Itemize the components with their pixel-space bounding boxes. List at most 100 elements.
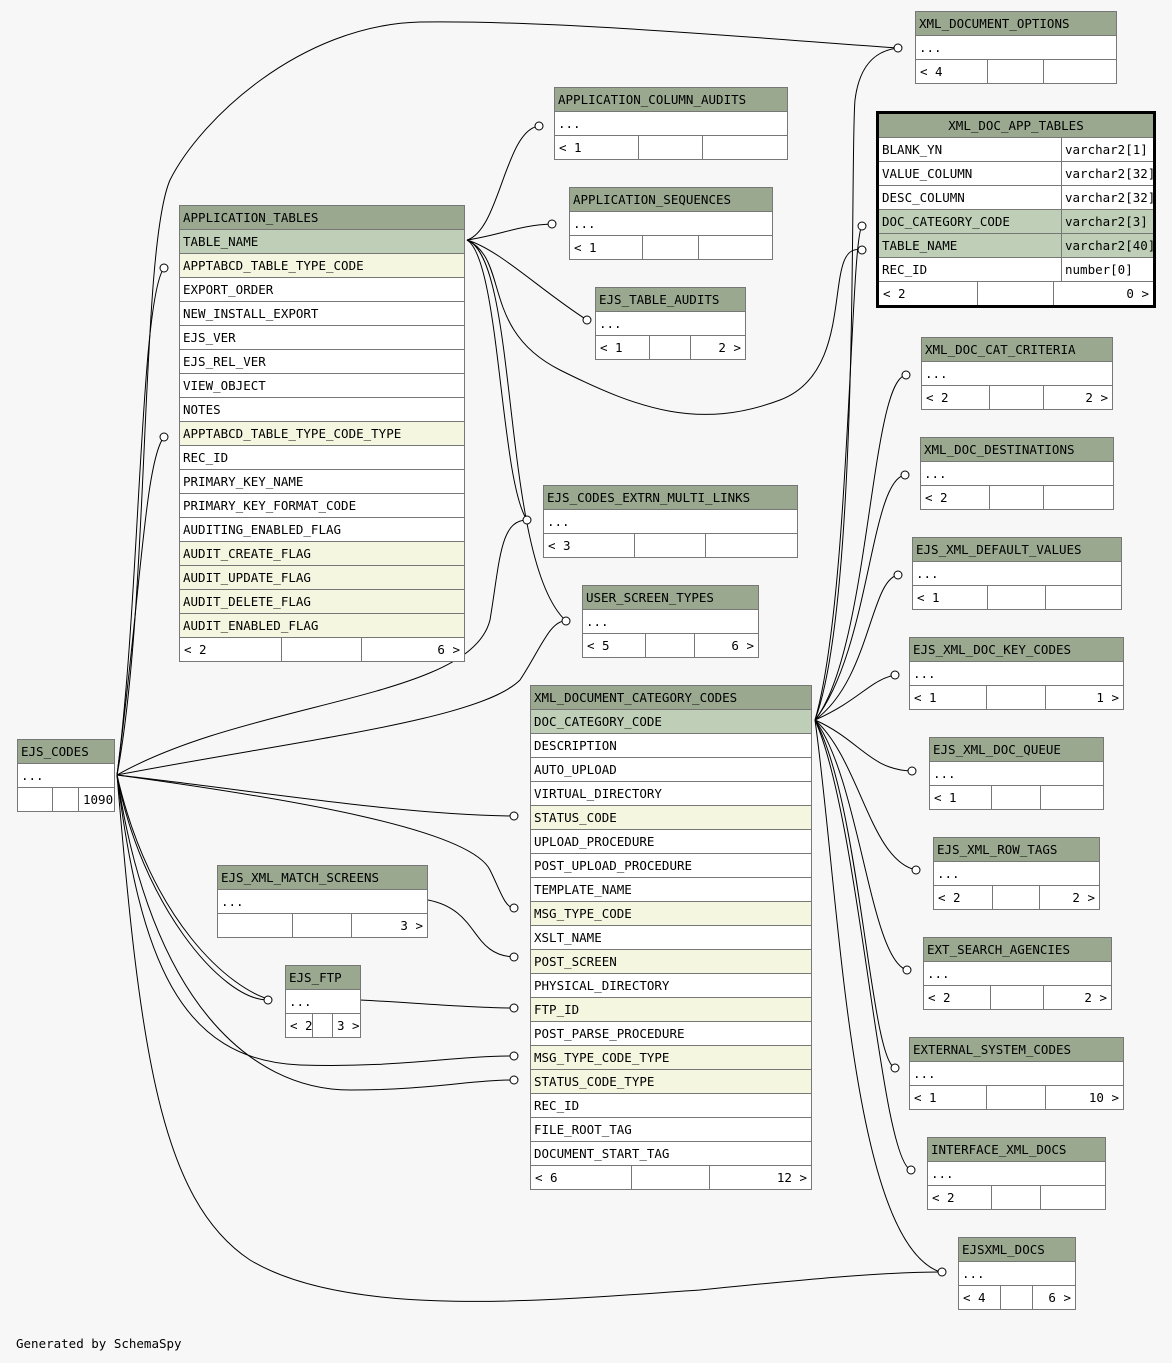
- table-name-header[interactable]: EJS_FTP: [286, 966, 360, 990]
- table-xml-doc-destinations[interactable]: XML_DOC_DESTINATIONS...< 2: [920, 437, 1114, 510]
- table-column-row[interactable]: REC_ID: [531, 1094, 811, 1118]
- table-column-row[interactable]: FTP_ID: [531, 998, 811, 1022]
- table-column-row[interactable]: STATUS_CODE_TYPE: [531, 1070, 811, 1094]
- table-ejs-xml-match-screens[interactable]: EJS_XML_MATCH_SCREENS...3 >: [217, 865, 428, 938]
- table-column-row[interactable]: PHYSICAL_DIRECTORY: [531, 974, 811, 998]
- table-column-row[interactable]: AUDIT_ENABLED_FLAG: [180, 614, 464, 638]
- table-column-row[interactable]: PRIMARY_KEY_NAME: [180, 470, 464, 494]
- parent-count[interactable]: < 5: [583, 634, 646, 657]
- child-count[interactable]: 3 >: [337, 1018, 360, 1033]
- child-count[interactable]: [703, 136, 787, 159]
- parent-count[interactable]: < 1: [930, 786, 992, 809]
- table-name-header[interactable]: XML_DOC_CAT_CRITERIA: [922, 338, 1112, 362]
- table-column-row[interactable]: POST_PARSE_PROCEDURE: [531, 1022, 811, 1046]
- table-name-header[interactable]: EJS_TABLE_AUDITS: [596, 288, 745, 312]
- table-name-header[interactable]: APPLICATION_SEQUENCES: [570, 188, 772, 212]
- table-name-header[interactable]: XML_DOC_DESTINATIONS: [921, 438, 1113, 462]
- table-name-header[interactable]: XML_DOCUMENT_CATEGORY_CODES: [531, 686, 811, 710]
- child-count[interactable]: [1046, 586, 1121, 609]
- table-application-sequences[interactable]: APPLICATION_SEQUENCES...< 1: [569, 187, 773, 260]
- table-column-row[interactable]: TEMPLATE_NAME: [531, 878, 811, 902]
- table-column-row[interactable]: EJS_REL_VER: [180, 350, 464, 374]
- table-column-row[interactable]: XSLT_NAME: [531, 926, 811, 950]
- table-name-header[interactable]: EJS_CODES_EXTRN_MULTI_LINKS: [544, 486, 797, 510]
- table-column-row[interactable]: FILE_ROOT_TAG: [531, 1118, 811, 1142]
- table-name-header[interactable]: APPLICATION_TABLES: [180, 206, 464, 230]
- parent-count[interactable]: < 4: [916, 60, 988, 83]
- table-name-header[interactable]: EJSXML_DOCS: [959, 1238, 1075, 1262]
- child-count[interactable]: [1041, 1186, 1105, 1209]
- table-name-header[interactable]: EXT_SEARCH_AGENCIES: [924, 938, 1111, 962]
- table-name-header[interactable]: XML_DOCUMENT_OPTIONS: [916, 12, 1116, 36]
- table-interface-xml-docs[interactable]: INTERFACE_XML_DOCS...< 2: [927, 1137, 1106, 1210]
- table-column-row[interactable]: STATUS_CODE: [531, 806, 811, 830]
- child-count[interactable]: 2 >: [1084, 990, 1107, 1005]
- parent-count[interactable]: < 3: [544, 534, 635, 557]
- table-name-header[interactable]: EXTERNAL_SYSTEM_CODES: [910, 1038, 1123, 1062]
- table-column-row[interactable]: AUDIT_CREATE_FLAG: [180, 542, 464, 566]
- table-column-row[interactable]: EJS_VER: [180, 326, 464, 350]
- table-ejs-codes-extrn-multi-links[interactable]: EJS_CODES_EXTRN_MULTI_LINKS...< 3: [543, 485, 798, 558]
- table-name-header[interactable]: EJS_XML_DOC_KEY_CODES: [910, 638, 1123, 662]
- table-column-row[interactable]: DESCRIPTION: [531, 734, 811, 758]
- child-count[interactable]: [1041, 786, 1103, 809]
- table-column-row[interactable]: NOTES: [180, 398, 464, 422]
- table-column-row[interactable]: APPTABCD_TABLE_TYPE_CODE_TYPE: [180, 422, 464, 446]
- table-column-row[interactable]: DOCUMENT_START_TAG: [531, 1142, 811, 1166]
- table-column-row[interactable]: AUDIT_UPDATE_FLAG: [180, 566, 464, 590]
- table-column-row[interactable]: MSG_TYPE_CODE_TYPE: [531, 1046, 811, 1070]
- child-count[interactable]: 10 >: [1088, 1090, 1119, 1105]
- parent-count[interactable]: [218, 914, 293, 937]
- parent-count[interactable]: < 4: [959, 1286, 1001, 1309]
- table-column-row[interactable]: POST_UPLOAD_PROCEDURE: [531, 854, 811, 878]
- table-name-header[interactable]: INTERFACE_XML_DOCS: [928, 1138, 1105, 1162]
- child-count[interactable]: 1 >: [1096, 690, 1119, 705]
- table-name-header[interactable]: USER_SCREEN_TYPES: [583, 586, 758, 610]
- table-column-row[interactable]: AUDITING_ENABLED_FLAG: [180, 518, 464, 542]
- table-name-header[interactable]: EJS_CODES: [18, 740, 114, 764]
- table-name-header[interactable]: XML_DOC_APP_TABLES: [879, 114, 1153, 138]
- table-column-row[interactable]: AUDIT_DELETE_FLAG: [180, 590, 464, 614]
- parent-count[interactable]: < 2: [921, 486, 990, 509]
- table-name-header[interactable]: EJS_XML_MATCH_SCREENS: [218, 866, 427, 890]
- table-column-row[interactable]: PRIMARY_KEY_FORMAT_CODE: [180, 494, 464, 518]
- child-count[interactable]: 6 >: [437, 642, 460, 657]
- table-name-header[interactable]: EJS_XML_DOC_QUEUE: [930, 738, 1103, 762]
- table-column-row[interactable]: POST_SCREEN: [531, 950, 811, 974]
- parent-count[interactable]: < 2: [180, 638, 282, 661]
- child-count[interactable]: 6 >: [1048, 1290, 1071, 1305]
- table-column-row[interactable]: REC_ID: [180, 446, 464, 470]
- child-count[interactable]: 1090 >: [83, 792, 114, 807]
- parent-count[interactable]: < 1: [910, 1086, 987, 1109]
- table-column-row[interactable]: VIRTUAL_DIRECTORY: [531, 782, 811, 806]
- parent-count[interactable]: < 1: [596, 336, 650, 359]
- child-count[interactable]: [1044, 60, 1116, 83]
- parent-count[interactable]: < 6: [531, 1166, 632, 1189]
- parent-count[interactable]: < 2: [928, 1186, 992, 1209]
- table-column-row[interactable]: APPTABCD_TABLE_TYPE_CODE: [180, 254, 464, 278]
- parent-count[interactable]: < 2: [879, 282, 978, 305]
- child-count[interactable]: [1044, 486, 1113, 509]
- child-count[interactable]: [699, 236, 772, 259]
- parent-count[interactable]: < 2: [934, 886, 993, 909]
- table-column-row[interactable]: AUTO_UPLOAD: [531, 758, 811, 782]
- parent-count[interactable]: < 2: [922, 386, 990, 409]
- parent-count[interactable]: < 2: [286, 1014, 313, 1037]
